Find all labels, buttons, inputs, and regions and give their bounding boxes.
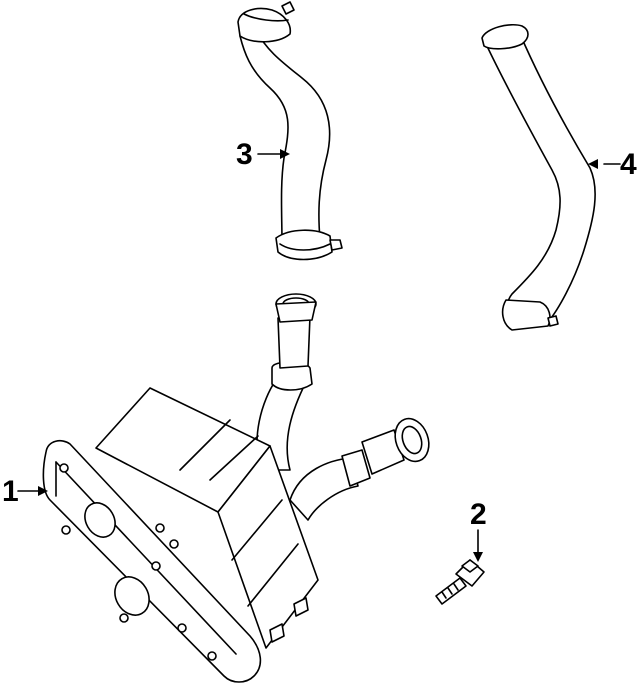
callout-4: 4	[620, 148, 637, 181]
oil-cooler-part-1	[42, 293, 430, 683]
callout-2: 2	[470, 498, 487, 531]
arrow-4-icon	[588, 159, 598, 169]
bolt-part-2	[435, 559, 485, 605]
arrow-3-icon	[280, 149, 290, 159]
arrow-1-icon	[38, 486, 48, 496]
callout-3: 3	[236, 138, 253, 171]
hose-part-4	[481, 23, 596, 331]
hose-part-3	[237, 1, 343, 261]
arrow-2-icon	[473, 552, 483, 562]
callout-1: 1	[2, 475, 19, 508]
